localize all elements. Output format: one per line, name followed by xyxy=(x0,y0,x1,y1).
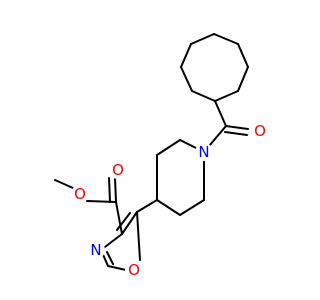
bond-oxazole-to-ester xyxy=(115,201,123,235)
bond-oxazole-c5-c4-inner xyxy=(116,212,131,231)
bond-cyclooctyl-1 xyxy=(191,90,216,102)
oxygen-ester-carbonyl: O xyxy=(109,161,127,179)
bond-ester-c-o xyxy=(86,200,117,203)
bond-cyclooctyl-4 xyxy=(190,33,215,45)
bond-piperidine-to-oxazole xyxy=(136,199,158,213)
bond-piperidine-5 xyxy=(179,199,205,216)
bond-oxazole-c5-c4 xyxy=(121,211,138,235)
atom-labels: O N O O N O xyxy=(71,122,269,279)
bond-cyclooctyl-8 xyxy=(214,90,239,102)
oxygen-ester-ether: O xyxy=(71,185,89,203)
bond-oxazole-o1-c5 xyxy=(136,211,141,261)
bond-ester-co-1 xyxy=(114,177,117,203)
nitrogen-oxazole: N xyxy=(87,241,105,259)
bond-methoxy xyxy=(54,179,74,189)
bond-piperidine-4 xyxy=(156,199,181,216)
bond-amide-co-1 xyxy=(225,125,249,130)
bond-oxazole-c2-o1 xyxy=(107,265,127,271)
atom-label-o-ester-ether: O xyxy=(74,185,86,203)
bond-cyclooctyl-2 xyxy=(180,66,193,92)
bonds xyxy=(54,33,249,271)
bond-oxazole-n3-c2-inner xyxy=(106,251,114,265)
bond-ring-to-carbonyl xyxy=(214,100,227,127)
oxygen-carbonyl-top: O xyxy=(251,122,269,140)
atom-label-n-piperidine: N xyxy=(198,143,209,161)
bond-cyclooctyl-7 xyxy=(237,66,249,92)
bond-cyclooctyl-6 xyxy=(237,43,249,68)
atom-label-o-oxazole: O xyxy=(128,261,140,279)
bond-piperidine-2 xyxy=(156,139,181,156)
nitrogen-piperidine: N xyxy=(195,143,213,161)
molecule-structure: O N O O N O xyxy=(54,33,269,279)
atom-label-n-oxazole: N xyxy=(90,241,101,259)
oxygen-oxazole: O xyxy=(125,261,143,279)
bond-cyclooctyl-3 xyxy=(180,43,192,68)
bond-cyclooctyl-5 xyxy=(213,33,239,45)
atom-label-o-ester-carbonyl: O xyxy=(112,161,124,179)
bond-amide-co-2 xyxy=(224,131,248,136)
bond-ester-co-2 xyxy=(108,177,111,203)
atom-label-o-carbonyl: O xyxy=(254,122,266,140)
